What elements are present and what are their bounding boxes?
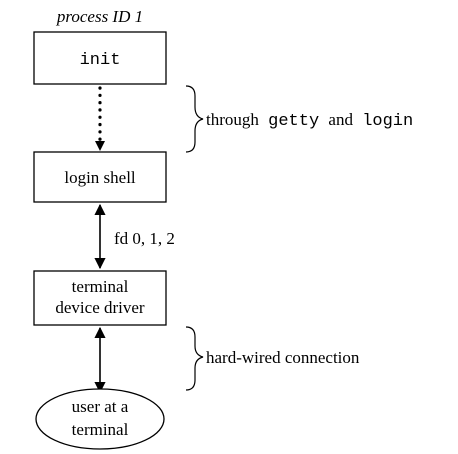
user-label-2: terminal	[72, 420, 129, 439]
dotted-arrowhead	[95, 141, 105, 151]
terminal-driver-box	[33, 270, 167, 326]
login-shell-box	[33, 151, 167, 203]
user-label-1: user at a	[72, 397, 129, 416]
init-box	[33, 31, 167, 85]
init-label: init	[80, 51, 121, 70]
terminal-driver-label-1: terminal	[72, 277, 129, 296]
brace-hardwired	[185, 326, 204, 391]
fd-label: fd 0, 1, 2	[114, 229, 175, 248]
hardwired-label: hard-wired connection	[206, 348, 360, 367]
login-text: login	[362, 112, 413, 131]
through-text: through	[206, 110, 259, 129]
login-shell-label: login shell	[64, 168, 136, 187]
getty-login-label: through getty and login	[206, 110, 413, 131]
getty-text: getty	[268, 112, 319, 131]
terminal-driver-label-2: device driver	[55, 298, 145, 317]
and-text: and	[328, 110, 353, 129]
brace-getty-login	[185, 85, 204, 153]
user-terminal-ellipse	[35, 388, 165, 450]
process-id-caption: process ID 1	[56, 7, 143, 26]
